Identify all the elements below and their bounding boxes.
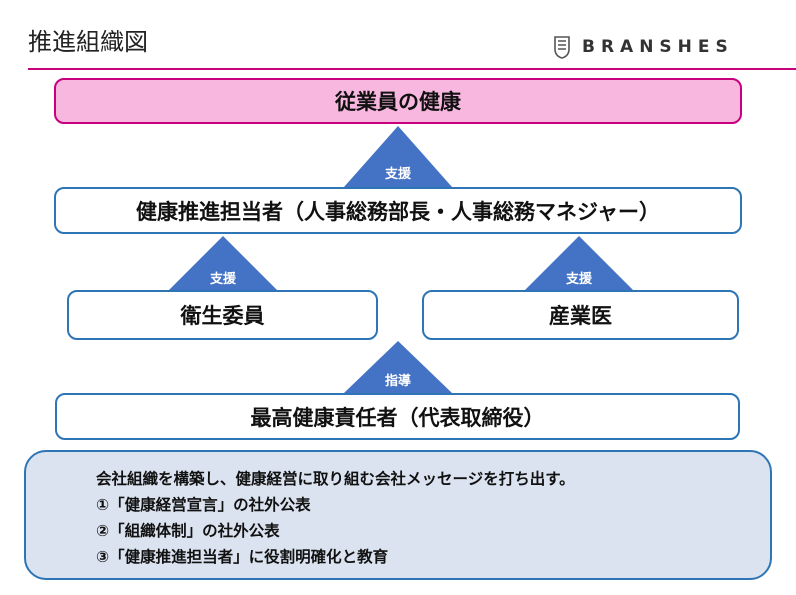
guidance-triangle [344,341,452,393]
brand-name: BRANSHES [582,37,734,57]
health-promotion-manager-box: 健康推進担当者（人事総務部長・人事総務マネジャー） [54,187,742,234]
message-lines: 会社組織を構築し、健康経営に取り組む会社メッセージを打ち出す。 ①「健康経営宣言… [96,466,575,570]
message-panel: 会社組織を構築し、健康経営に取り組む会社メッセージを打ち出す。 ①「健康経営宣言… [24,450,772,580]
message-line: ①「健康経営宣言」の社外公表 [96,496,311,514]
chief-health-officer-box: 最高健康責任者（代表取締役） [55,393,740,440]
health-committee-box: 衛生委員 [67,290,378,340]
guidance-label: 指導 [384,374,411,389]
top-support-triangle [344,126,452,187]
employee-health-box: 従業員の健康 [54,78,742,124]
right-support-triangle [525,236,633,290]
message-line: ②「組織体制」の社外公表 [96,522,280,540]
message-line: ③「健康推進担当者」に役割明確化と教育 [96,548,389,566]
brand-logo: BRANSHES [552,34,734,60]
title-divider [28,68,796,70]
left-support-label: 支援 [209,272,236,287]
branshes-logo-icon [554,36,570,59]
right-support-label: 支援 [565,272,592,287]
industrial-physician-box: 産業医 [422,290,739,340]
page-title: 推進組織図 [28,28,148,56]
left-support-triangle [169,236,277,290]
message-line: 会社組織を構築し、健康経営に取り組む会社メッセージを打ち出す。 [96,470,575,488]
top-support-label: 支援 [384,167,411,182]
